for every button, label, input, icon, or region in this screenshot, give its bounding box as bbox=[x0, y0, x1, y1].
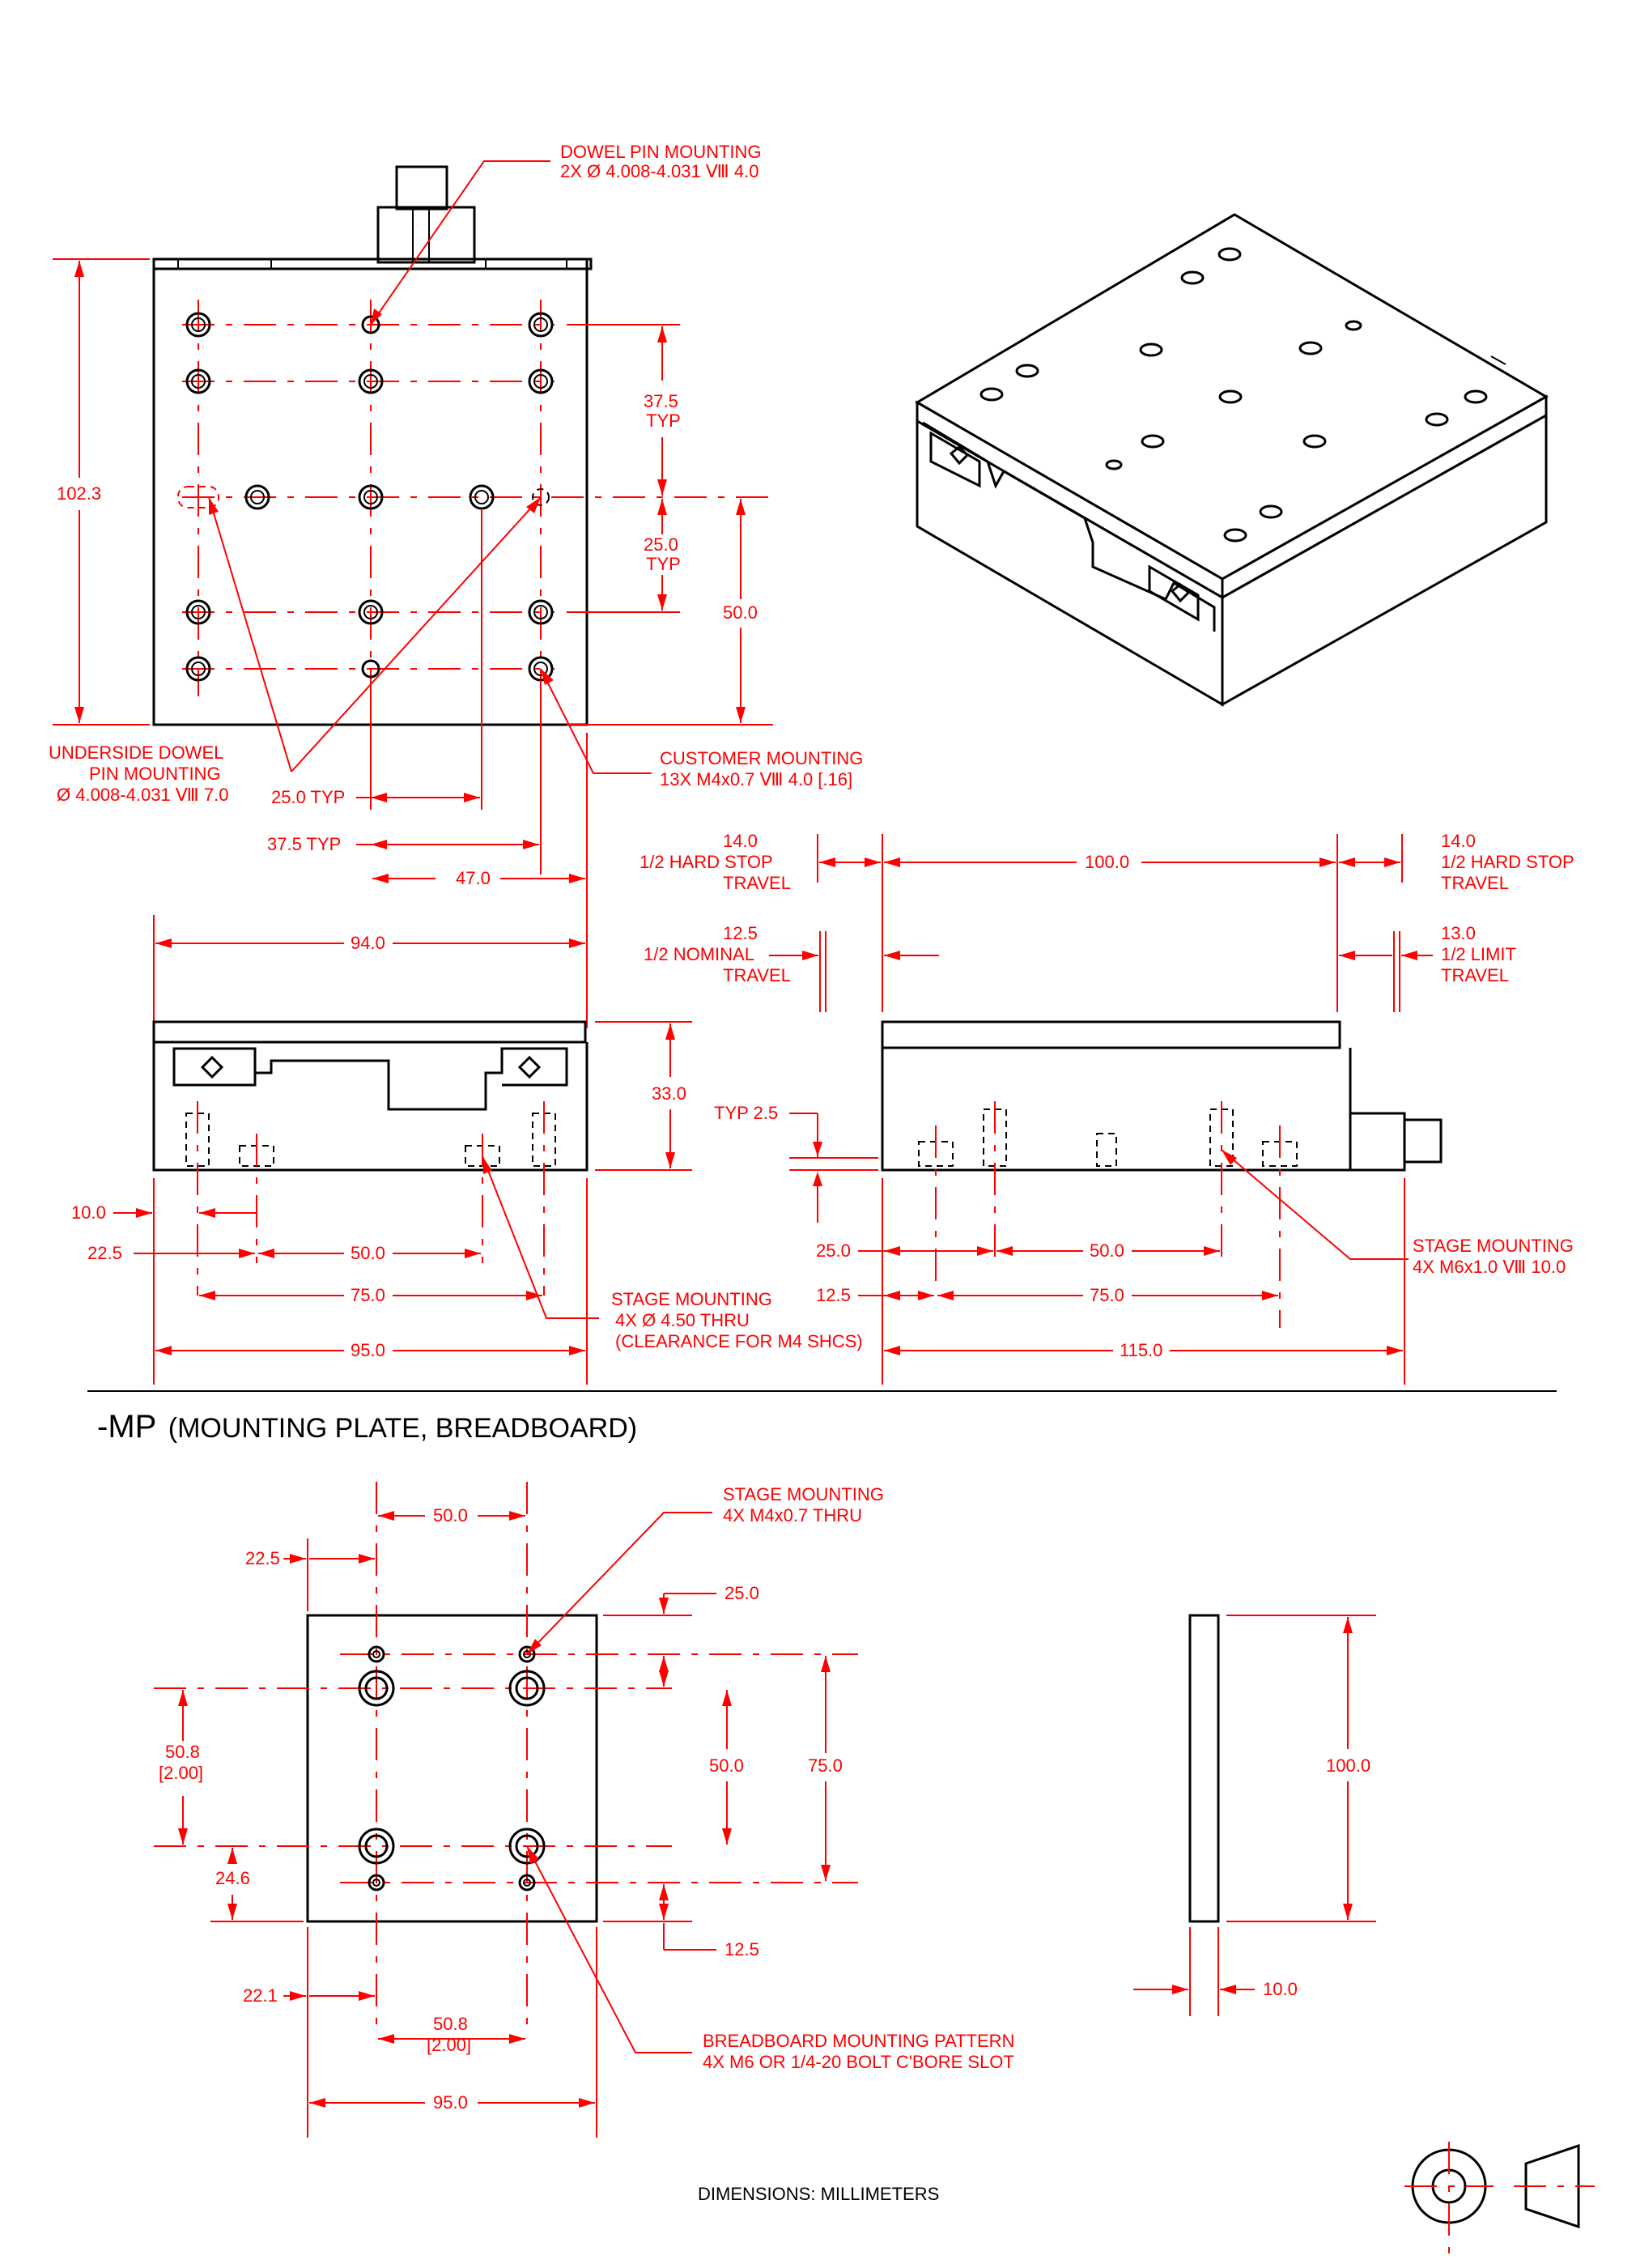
mp-dim-100-0: 100.0 bbox=[1326, 1755, 1370, 1776]
note-hard-stop-left-l3: TRAVEL bbox=[723, 873, 791, 893]
note-stage-right-2: 4X M6x1.0 Ⅷ 10.0 bbox=[1413, 1257, 1566, 1277]
dim-102-3: 102.3 bbox=[57, 483, 101, 504]
note-limit-right-l3: TRAVEL bbox=[1441, 965, 1509, 985]
dim-typ-2-5: TYP 2.5 bbox=[714, 1103, 778, 1123]
note-nominal-left-val: 12.5 bbox=[723, 923, 758, 943]
mp-dim-50-0-top: 50.0 bbox=[433, 1505, 468, 1525]
section-title: -MP (MOUNTING PLATE, BREADBOARD) bbox=[97, 1409, 637, 1445]
dim-25-0-typ-h: 25.0 TYP bbox=[271, 787, 345, 807]
dim-75-0-side: 75.0 bbox=[1090, 1285, 1124, 1305]
dim-50-0-side: 50.0 bbox=[1090, 1240, 1124, 1261]
mp-dim-2-00: [2.00] bbox=[159, 1763, 203, 1783]
note-hard-stop-left-l2: 1/2 HARD STOP bbox=[640, 852, 773, 872]
mp-note-breadboard-1: BREADBOARD MOUNTING PATTERN bbox=[703, 2031, 1014, 2051]
note-hard-stop-left-val: 14.0 bbox=[723, 831, 758, 851]
dim-25-0-typ-v: 25.0 bbox=[644, 534, 678, 555]
mp-plate-side bbox=[1188, 1614, 1220, 1923]
isometric-view bbox=[915, 213, 1549, 707]
dim-95-0-front: 95.0 bbox=[351, 1340, 385, 1360]
note-customer-2: 13X M4x0.7 Ⅷ 4.0 [.16] bbox=[660, 769, 852, 789]
dim-12-5-side: 12.5 bbox=[816, 1285, 851, 1305]
note-underside-2: PIN MOUNTING bbox=[89, 764, 221, 784]
note-dowel-pin-1: DOWEL PIN MOUNTING bbox=[560, 142, 762, 162]
mp-holes bbox=[358, 1645, 546, 1891]
note-hard-stop-right-l2: 1/2 HARD STOP bbox=[1441, 852, 1574, 872]
mp-dim-50-0: 50.0 bbox=[709, 1755, 744, 1776]
mp-note-breadboard-2: 4X M6 OR 1/4-20 BOLT C'BORE SLOT bbox=[703, 2052, 1014, 2072]
note-stage-left-2: 4X Ø 4.50 THRU bbox=[615, 1310, 750, 1330]
dim-47-0: 47.0 bbox=[456, 868, 491, 888]
mp-dim-25-0: 25.0 bbox=[725, 1583, 759, 1603]
mp-dim-24-6: 24.6 bbox=[215, 1868, 250, 1888]
mp-dim-10-0: 10.0 bbox=[1263, 1979, 1298, 1999]
dim-22-5: 22.5 bbox=[87, 1243, 122, 1263]
side-view: 100.0 14.0 1/2 HARD STOP TRAVEL 14.0 1/2… bbox=[640, 831, 1574, 1385]
dim-100-0: 100.0 bbox=[1085, 852, 1129, 872]
note-stage-left-1: STAGE MOUNTING bbox=[611, 1289, 772, 1309]
mp-dim-12-5: 12.5 bbox=[725, 1939, 759, 1960]
dim-75-0-front: 75.0 bbox=[351, 1285, 385, 1305]
mp-dim-22-1: 22.1 bbox=[243, 1985, 278, 2006]
iso-holes bbox=[979, 247, 1488, 543]
note-limit-right-val: 13.0 bbox=[1441, 923, 1476, 943]
note-nominal-left-l2: 1/2 NOMINAL bbox=[644, 944, 754, 964]
note-limit-right-l2: 1/2 LIMIT bbox=[1441, 944, 1516, 964]
mp-dim-75-0: 75.0 bbox=[808, 1755, 843, 1776]
mp-top-view: 50.0 22.5 STAGE MOUNTING 4X M4x0.7 THRU … bbox=[154, 1482, 1014, 2138]
dim-115-0: 115.0 bbox=[1120, 1340, 1162, 1360]
mp-dim-50-8: 50.8 bbox=[165, 1742, 200, 1762]
mp-side-view: 100.0 10.0 bbox=[1133, 1614, 1376, 2016]
front-view: 33.0 10.0 22.5 50.0 75.0 95.0 STAGE bbox=[71, 1020, 863, 1385]
mp-dim-22-5: 22.5 bbox=[245, 1548, 280, 1568]
note-customer-1: CUSTOMER MOUNTING bbox=[660, 748, 863, 768]
footer-units: DIMENSIONS: MILLIMETERS bbox=[698, 2184, 939, 2204]
note-underside-3: Ø 4.008-4.031 Ⅷ 7.0 bbox=[57, 785, 228, 805]
note-underside-1: UNDERSIDE DOWEL bbox=[49, 743, 223, 763]
section-title-sub: (MOUNTING PLATE, BREADBOARD) bbox=[168, 1413, 637, 1444]
dim-25-0-side: 25.0 bbox=[816, 1240, 851, 1261]
top-view-holes bbox=[177, 312, 554, 682]
dim-10-0: 10.0 bbox=[71, 1202, 106, 1223]
section-title-main: -MP bbox=[97, 1409, 156, 1445]
mp-note-stage-2: 4X M4x0.7 THRU bbox=[723, 1505, 862, 1525]
dim-50-0-front: 50.0 bbox=[351, 1243, 385, 1263]
dim-50-0-right: 50.0 bbox=[723, 602, 758, 623]
mp-plate bbox=[306, 1614, 598, 1923]
note-hard-stop-right-val: 14.0 bbox=[1441, 831, 1476, 851]
mp-dim-50-8-b: 50.8 bbox=[433, 2014, 468, 2034]
top-view-knob-base bbox=[376, 206, 476, 264]
note-stage-right-1: STAGE MOUNTING bbox=[1413, 1236, 1574, 1256]
dim-25-0-typ-v-label: TYP bbox=[646, 554, 681, 574]
top-view-top-strip bbox=[152, 257, 593, 270]
note-nominal-left-l3: TRAVEL bbox=[723, 965, 791, 985]
dim-37-5-typ-v-label: TYP bbox=[646, 411, 681, 431]
top-view-knob-cap bbox=[395, 165, 448, 211]
mp-note-stage-1: STAGE MOUNTING bbox=[723, 1484, 884, 1504]
note-stage-left-3: (CLEARANCE FOR M4 SHCS) bbox=[615, 1331, 863, 1351]
top-view: 102.3 37.5 TYP 25.0 TYP 50.0 DOWEL PIN M… bbox=[49, 142, 863, 1028]
projection-symbol bbox=[1404, 2142, 1595, 2259]
dim-94-0: 94.0 bbox=[351, 933, 385, 953]
dim-33-0: 33.0 bbox=[652, 1083, 686, 1104]
note-dowel-pin-2: 2X Ø 4.008-4.031 Ⅷ 4.0 bbox=[560, 161, 759, 181]
mp-dim-2-00-b: [2.00] bbox=[427, 2035, 471, 2055]
dim-37-5-typ-v: 37.5 bbox=[644, 391, 678, 411]
mp-dim-95-0: 95.0 bbox=[433, 2092, 468, 2113]
note-hard-stop-right-l3: TRAVEL bbox=[1441, 873, 1509, 893]
dim-37-5-typ-h: 37.5 TYP bbox=[267, 834, 341, 854]
